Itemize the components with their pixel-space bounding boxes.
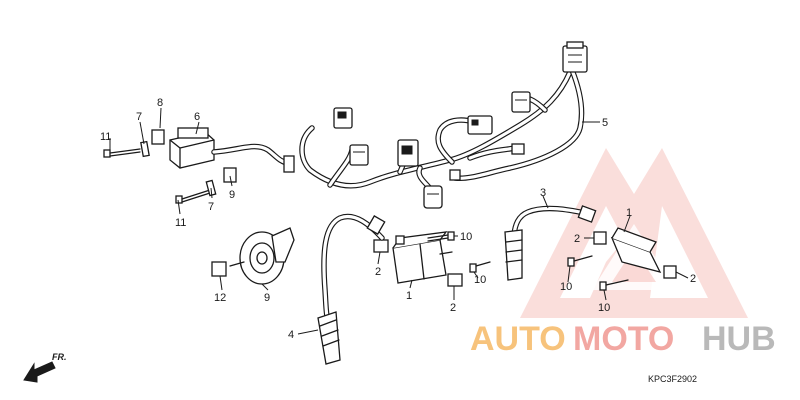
callout-10-coil-lower: 10 — [474, 274, 486, 286]
callout-6: 6 — [194, 111, 200, 123]
spark-plug-lead-left — [317, 213, 386, 365]
callout-2-coil-lower: 2 — [450, 302, 456, 314]
callout-2-coil-right-upper: 2 — [574, 233, 580, 245]
callout-5: 5 — [602, 117, 608, 129]
wire-harness — [299, 41, 588, 209]
ignition-coil-right — [567, 227, 677, 291]
callout-numbers: 11 7 8 6 7 9 11 12 9 5 3 4 2 1 2 10 10 1… — [100, 97, 696, 341]
callout-7-lower: 7 — [208, 201, 214, 213]
callout-8-lower: 9 — [229, 189, 235, 201]
bolt-upper — [103, 129, 165, 158]
watermark-logo — [520, 148, 748, 318]
callout-10-coil-upper: 10 — [460, 231, 472, 243]
horn — [211, 227, 295, 285]
bolt-lower — [175, 167, 237, 204]
harness-connector-e — [397, 139, 419, 167]
harness-connector-a — [511, 91, 531, 113]
callout-3: 3 — [540, 187, 546, 199]
callout-11-upper: 11 — [100, 131, 111, 143]
direction-label: FR. — [52, 352, 67, 362]
watermark-text: AUTO MOTO HUB — [470, 320, 776, 358]
harness-main-connector — [562, 41, 588, 73]
callout-11-lower: 11 — [175, 217, 186, 229]
regulator-rectifier — [169, 127, 295, 173]
watermark-brand-part2: MOTO — [573, 320, 674, 358]
callout-10-coil-right-upper: 10 — [560, 281, 572, 293]
callout-1-coil-left: 1 — [406, 290, 412, 302]
callout-2-coil-left: 2 — [375, 266, 381, 278]
callout-4: 4 — [288, 329, 294, 341]
watermark-brand-part3: HUB — [702, 320, 776, 358]
callout-12: 12 — [214, 292, 226, 304]
leader-lines — [109, 107, 689, 335]
front-direction-arrow: FR. — [23, 352, 67, 383]
callout-7-upper: 7 — [136, 111, 142, 123]
part-code: KPC3F2902 — [648, 374, 697, 384]
harness-clip — [449, 143, 525, 181]
callout-10-coil-right-lower: 10 — [598, 302, 610, 314]
harness-connector-f — [423, 185, 443, 209]
ignition-coil-left — [373, 231, 463, 287]
watermark-brand-part1: AUTO — [470, 320, 566, 358]
harness-connector-d — [349, 144, 369, 166]
bolt-coil-lower — [469, 261, 491, 273]
callout-2-coil-right-lower: 2 — [690, 273, 696, 285]
harness-connector-c — [333, 107, 353, 129]
spark-plug-cap-right — [504, 205, 597, 281]
harness-connector-b — [467, 115, 493, 135]
callout-1-coil-right: 1 — [626, 207, 632, 219]
callout-9: 9 — [264, 292, 270, 304]
callout-8-upper: 8 — [157, 97, 163, 109]
